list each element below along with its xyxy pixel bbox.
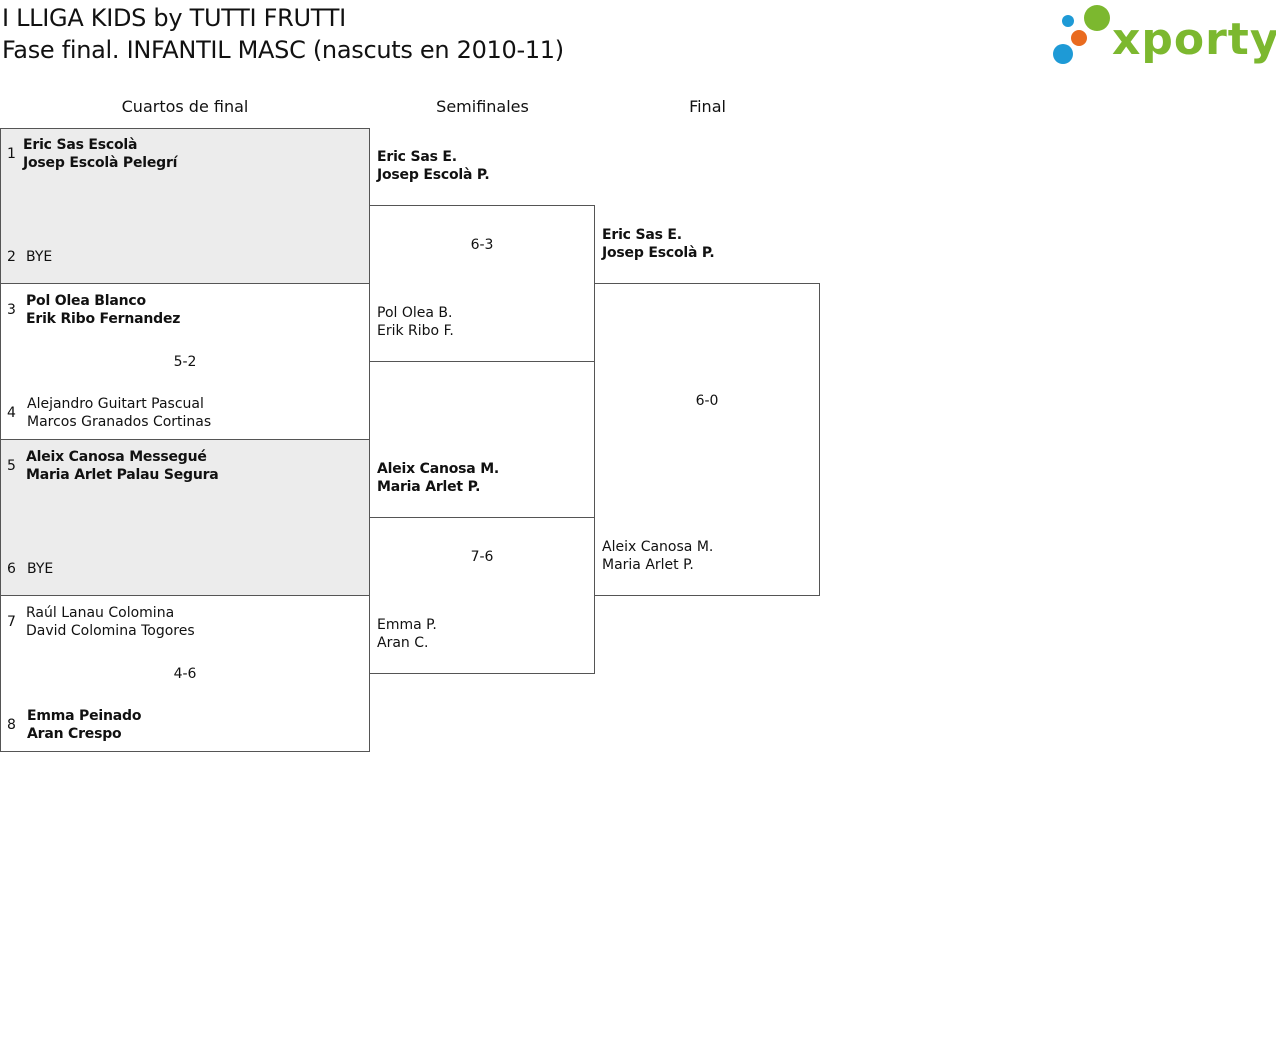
player-name: Maria Arlet Palau Segura xyxy=(26,467,219,483)
quarterfinal-match-3 xyxy=(0,439,370,596)
match-score: 6-0 xyxy=(695,393,719,409)
seed-number: 6 xyxy=(7,561,16,577)
seed-number: 1 xyxy=(7,146,16,162)
final-match xyxy=(594,283,820,596)
player-name: Josep Escolà P. xyxy=(602,245,715,261)
player-name: Eric Sas Escolà xyxy=(23,137,138,153)
player-name: Pol Olea Blanco xyxy=(26,293,146,309)
xporty-logo: xporty xyxy=(1053,5,1276,65)
logo-dot-blue-top xyxy=(1062,15,1074,27)
logo-dot-blue-bottom xyxy=(1053,44,1073,64)
round-header-semifinals: Semifinales xyxy=(436,97,529,116)
bye-label: BYE xyxy=(27,561,54,577)
player-name: Raúl Lanau Colomina xyxy=(26,605,175,621)
player-name: Erik Ribo F. xyxy=(377,323,454,339)
player-name: Pol Olea B. xyxy=(377,305,453,321)
seed-number: 8 xyxy=(7,717,16,733)
seed-number: 7 xyxy=(7,614,16,630)
player-name: Alejandro Guitart Pascual xyxy=(27,396,204,412)
quarterfinal-match-1 xyxy=(0,128,370,284)
player-name: Eric Sas E. xyxy=(377,149,457,165)
player-name: Maria Arlet P. xyxy=(377,479,481,495)
player-name: Aleix Canosa M. xyxy=(377,461,500,477)
player-name: Aran Crespo xyxy=(27,726,122,742)
page-subtitle: Fase final. INFANTIL MASC (nascuts en 20… xyxy=(2,36,564,64)
match-score: 4-6 xyxy=(173,666,197,682)
match-score: 7-6 xyxy=(470,549,494,565)
player-name: Erik Ribo Fernandez xyxy=(26,311,181,327)
seed-number: 3 xyxy=(7,302,16,318)
player-name: Aleix Canosa Messegué xyxy=(26,449,207,465)
page-title: I LLIGA KIDS by TUTTI FRUTTI xyxy=(2,4,346,32)
round-header-final: Final xyxy=(689,97,726,116)
player-name: Aran C. xyxy=(377,635,429,651)
player-name: Eric Sas E. xyxy=(602,227,682,243)
player-name: Josep Escolà P. xyxy=(377,167,490,183)
match-score: 6-3 xyxy=(470,237,494,253)
seed-number: 4 xyxy=(7,405,16,421)
player-name: Emma Peinado xyxy=(27,708,142,724)
player-name: Josep Escolà Pelegrí xyxy=(23,155,178,171)
player-name: Marcos Granados Cortinas xyxy=(27,414,212,430)
bye-label: BYE xyxy=(26,249,53,265)
seed-number: 5 xyxy=(7,458,16,474)
seed-number: 2 xyxy=(7,249,16,265)
match-score: 5-2 xyxy=(173,354,197,370)
round-header-quarterfinals: Cuartos de final xyxy=(121,97,249,116)
player-name: Aleix Canosa M. xyxy=(602,539,714,555)
player-name: Emma P. xyxy=(377,617,437,633)
logo-dot-green xyxy=(1084,5,1110,31)
logo-dot-orange xyxy=(1071,30,1087,46)
player-name: Maria Arlet P. xyxy=(602,557,694,573)
logo-wordmark: xporty xyxy=(1112,14,1276,65)
player-name: David Colomina Togores xyxy=(26,623,195,639)
